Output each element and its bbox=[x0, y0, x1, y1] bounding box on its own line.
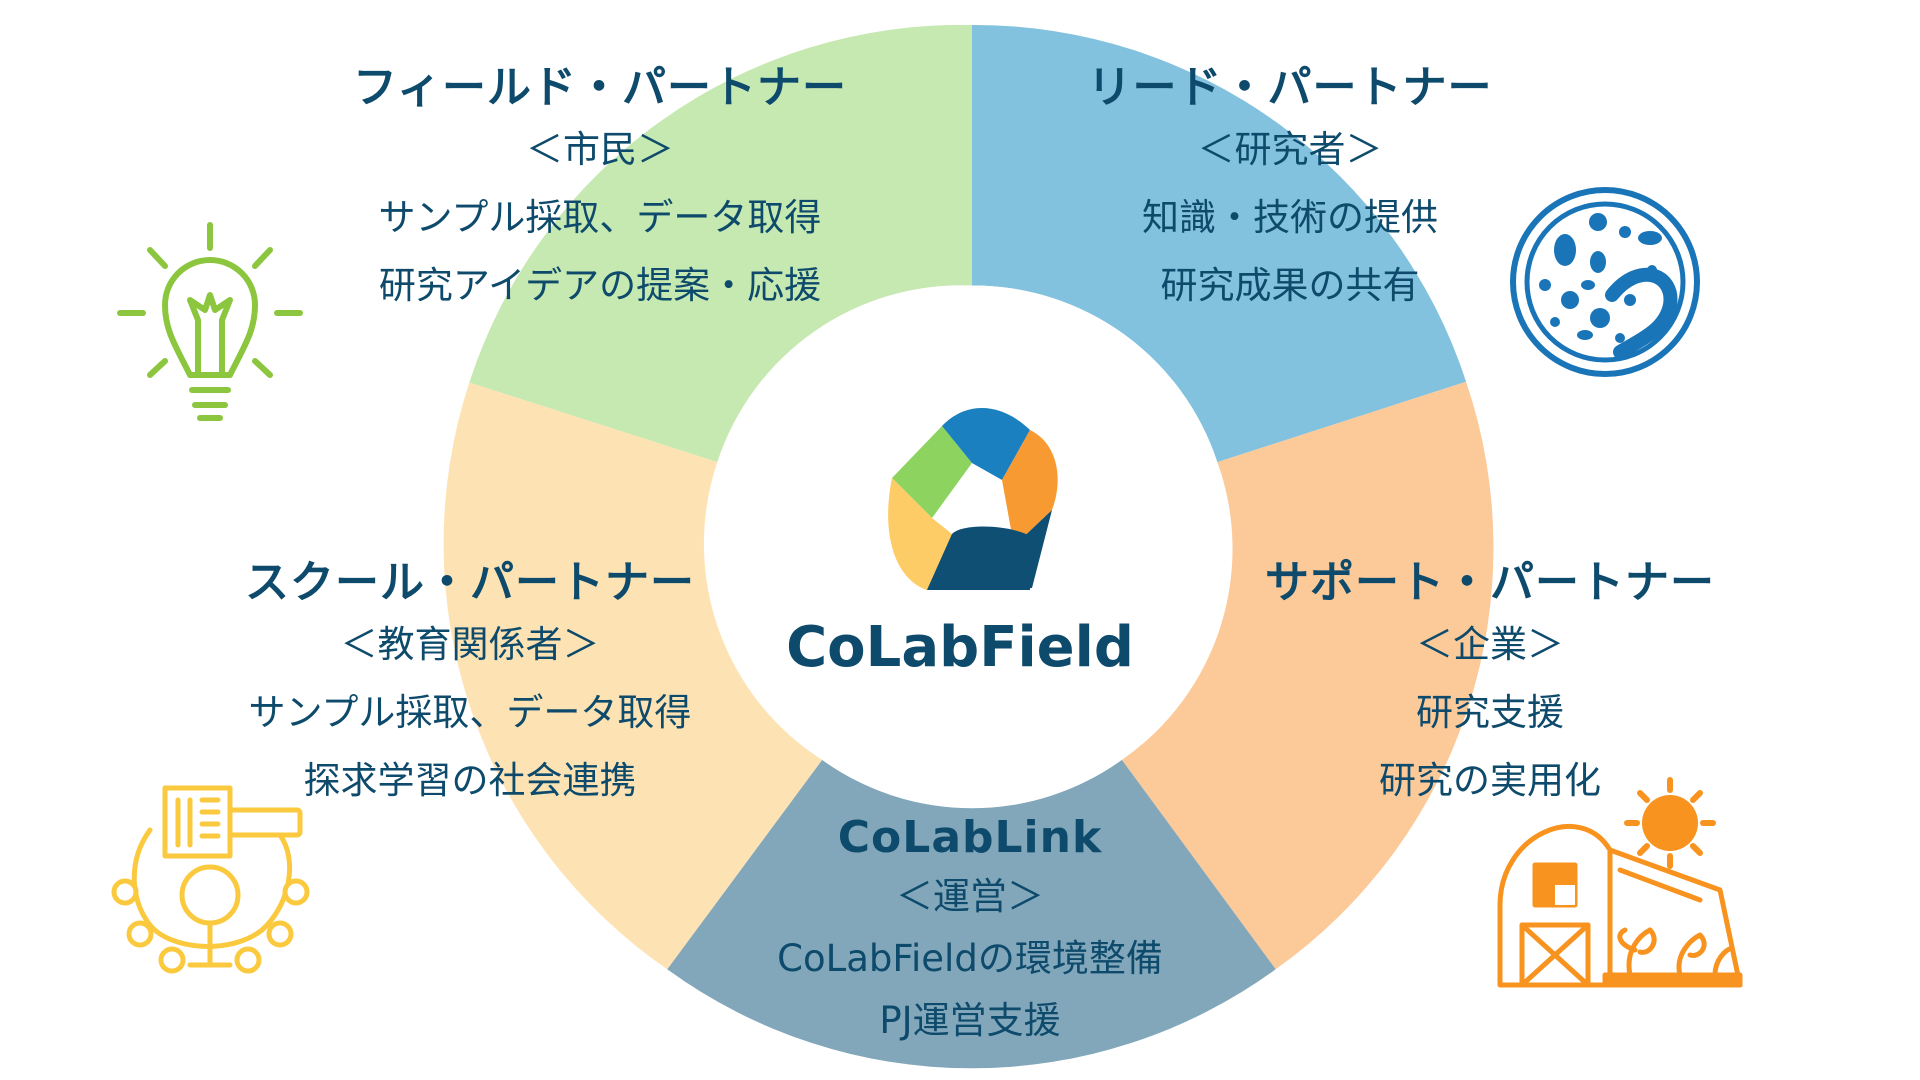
school-partner-block: スクール・パートナー ＜教育関係者＞ サンプル採取、データ取得 探求学習の社会連… bbox=[180, 555, 760, 815]
support-partner-role: ＜企業＞ bbox=[1416, 623, 1564, 666]
field-partner-block: フィールド・パートナー ＜市民＞ サンプル採取、データ取得 研究アイデアの提案・… bbox=[310, 60, 890, 320]
lead-partner-line-1: 知識・技術の提供 bbox=[1142, 196, 1438, 239]
lead-partner-role: ＜研究者＞ bbox=[1197, 128, 1383, 171]
field-partner-title: フィールド・パートナー bbox=[352, 62, 848, 113]
colablink-line-1: CoLabFieldの環境整備 bbox=[777, 937, 1163, 980]
support-partner-title: サポート・パートナー bbox=[1265, 557, 1715, 608]
school-partner-title: スクール・パートナー bbox=[245, 557, 695, 608]
microbe-petri-dish-icon bbox=[1510, 187, 1700, 377]
field-partner-line-1: サンプル採取、データ取得 bbox=[378, 196, 822, 239]
research-network-icon bbox=[111, 785, 310, 974]
school-partner-role: ＜教育関係者＞ bbox=[340, 623, 600, 666]
field-partner-role: ＜市民＞ bbox=[526, 128, 674, 171]
school-partner-line-1: サンプル採取、データ取得 bbox=[248, 691, 692, 734]
support-partner-line-2: 研究の実用化 bbox=[1379, 759, 1601, 802]
center-brand-name: CoLabField bbox=[786, 615, 1134, 680]
school-partner-line-2: 探求学習の社会連携 bbox=[303, 759, 637, 802]
colablink-line-2: PJ運営支援 bbox=[879, 999, 1061, 1042]
lightbulb-icon bbox=[117, 222, 303, 421]
segment-school-partner bbox=[443, 382, 823, 970]
colabfield-logo bbox=[888, 408, 1058, 590]
segment-colablink bbox=[667, 759, 1276, 1069]
colablink-title: CoLabLink bbox=[837, 812, 1103, 863]
field-partner-line-2: 研究アイデアの提案・応援 bbox=[378, 264, 822, 307]
lead-partner-line-2: 研究成果の共有 bbox=[1160, 264, 1420, 307]
barn-greenhouse-icon bbox=[1497, 777, 1743, 988]
colablink-role: ＜運営＞ bbox=[896, 875, 1044, 918]
segment-support-partner bbox=[1121, 381, 1494, 970]
support-partner-line-1: 研究支援 bbox=[1416, 691, 1564, 734]
lead-partner-block: リード・パートナー ＜研究者＞ 知識・技術の提供 研究成果の共有 bbox=[1040, 60, 1540, 320]
lead-partner-title: リード・パートナー bbox=[1087, 62, 1493, 113]
colablink-block: CoLabLink ＜運営＞ CoLabFieldの環境整備 PJ運営支援 bbox=[710, 810, 1230, 1052]
segment-lead-partner bbox=[972, 24, 1467, 463]
segment-field-partner bbox=[469, 24, 972, 463]
support-partner-block: サポート・パートナー ＜企業＞ 研究支援 研究の実用化 bbox=[1230, 555, 1750, 815]
